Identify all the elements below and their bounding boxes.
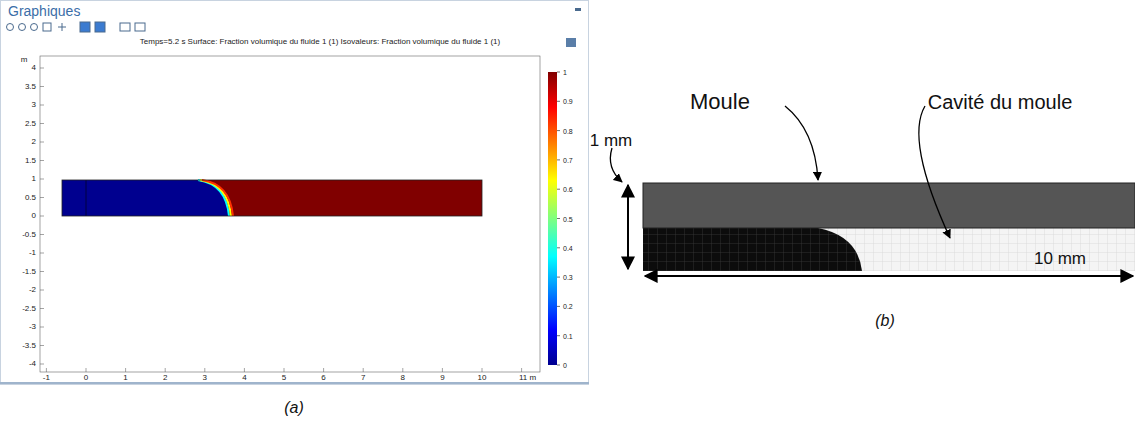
x-tick-label: 11 m xyxy=(519,374,536,382)
domain-outline xyxy=(62,180,482,216)
color-bar-label: 1 xyxy=(563,69,567,76)
export-icon xyxy=(566,38,576,47)
window-frame xyxy=(1,1,589,385)
toolbar xyxy=(7,22,146,32)
x-tick-label: 0 xyxy=(84,374,88,382)
color-bar-label: 0.9 xyxy=(563,98,573,105)
x-tick-label: 7 xyxy=(361,374,365,382)
panel-title: Graphiques xyxy=(8,4,80,18)
y-tick-label: 2 xyxy=(32,138,36,146)
color-bar-label: 0.8 xyxy=(563,127,573,134)
color-bar-label: 0.5 xyxy=(563,215,573,222)
x-tick-label: 1 xyxy=(123,374,127,382)
y-tick-label: -2.5 xyxy=(22,305,36,313)
color-bar-label: 0 xyxy=(563,362,567,369)
x-tick-label: -1 xyxy=(43,374,50,382)
plot-title: Temps=5.2 s Surface: Fraction volumique … xyxy=(140,38,500,46)
y-tick-label: 3.5 xyxy=(25,83,36,91)
dimension: 1 mm xyxy=(590,132,633,149)
panel-button xyxy=(575,8,581,11)
fluid-2-region xyxy=(62,180,482,216)
plot-frame xyxy=(40,56,540,372)
y-tick-label: 0.5 xyxy=(25,194,36,202)
height-arrow xyxy=(627,185,629,269)
y-tick-label: -1 xyxy=(29,249,36,257)
y-tick-label: -2 xyxy=(29,286,36,294)
y-tick-label: 3 xyxy=(32,101,36,109)
x-tick-label: 2 xyxy=(163,374,167,382)
y-tick-label: -3.5 xyxy=(22,342,36,350)
color-bar-label: 0.2 xyxy=(563,303,573,310)
x-tick-label: 4 xyxy=(242,374,246,382)
color-bar-label: 0.6 xyxy=(563,186,573,193)
leader-line xyxy=(610,148,622,182)
y-tick-label: -1.5 xyxy=(22,268,36,276)
color-bar-label: 0.4 xyxy=(563,244,573,251)
axis-ticks xyxy=(40,68,522,372)
x-tick-label: 5 xyxy=(282,374,286,382)
y-tick-label: 0 xyxy=(32,212,36,220)
part-name: Cavité du moule xyxy=(928,92,1073,112)
y-tick-label: -4 xyxy=(29,360,36,368)
part-name: Moule xyxy=(690,91,750,113)
x-tick-label: 9 xyxy=(440,374,444,382)
color-bar-label: 0.3 xyxy=(563,274,573,281)
y-tick-label: -0.5 xyxy=(22,231,36,239)
mold-cavity xyxy=(643,228,1135,271)
interface xyxy=(202,180,233,216)
length-arrow xyxy=(645,275,1133,277)
x-tick-label: 10 xyxy=(478,374,487,382)
x-tick-label: 6 xyxy=(321,374,325,382)
leader-line xyxy=(785,106,818,180)
mold xyxy=(643,183,1135,228)
color-bar-label: 0.7 xyxy=(563,156,573,163)
color-bar-label: 0.1 xyxy=(563,332,573,339)
caption: (a) xyxy=(284,400,304,416)
color-bar-ticks xyxy=(557,72,560,365)
y-tick-label: -3 xyxy=(29,323,36,331)
axis-unit: m xyxy=(21,56,28,64)
color-bar xyxy=(548,72,557,365)
caption: (b) xyxy=(875,313,895,329)
dimension: 10 mm xyxy=(1034,250,1086,267)
y-tick-label: 4 xyxy=(32,64,36,72)
inlet-line xyxy=(86,180,87,216)
y-tick-label: 2.5 xyxy=(25,120,36,128)
fluid-front xyxy=(643,228,862,271)
y-tick-label: 1 xyxy=(32,175,36,183)
x-tick-label: 3 xyxy=(203,374,207,382)
fluid-1-region xyxy=(62,180,229,216)
y-tick-label: 1.5 xyxy=(25,157,36,165)
x-tick-label: 8 xyxy=(401,374,405,382)
leader-line xyxy=(919,106,950,238)
window-bottom xyxy=(0,382,589,384)
